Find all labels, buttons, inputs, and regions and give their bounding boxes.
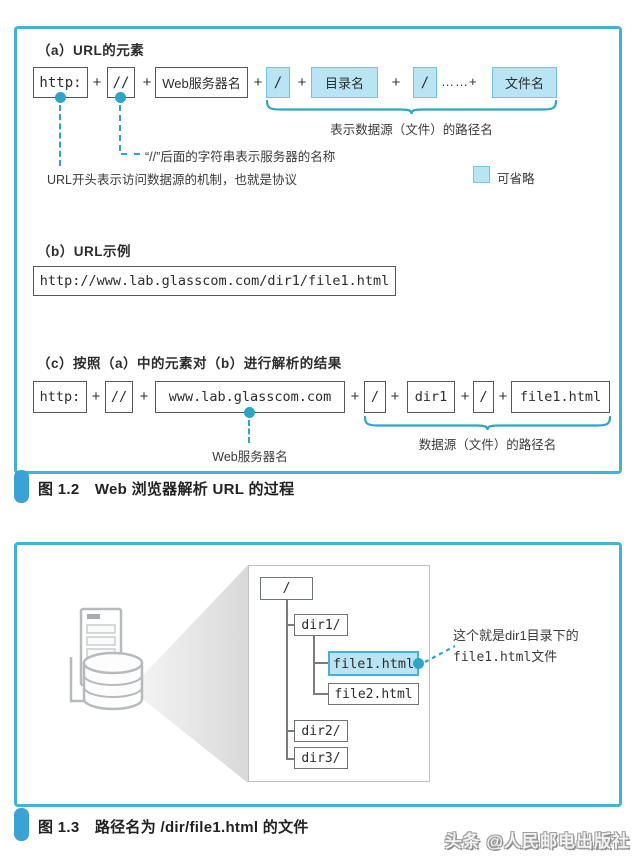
tree-connector: [286, 730, 295, 732]
url-element-directory-optional: 目录名: [311, 67, 378, 98]
plus-separator: +: [297, 74, 307, 91]
dashed-leader-line: [248, 420, 250, 443]
parsed-filename: file1.html: [511, 381, 610, 413]
callout-dot-file1: [413, 658, 424, 669]
ellipsis-plus: ……+: [441, 74, 478, 89]
parsed-scheme: http:: [33, 381, 87, 413]
dashed-leader-line: [119, 105, 121, 151]
figure-1-3-panel: / dir1/ file1.html file2.html dir2/ dir3…: [14, 542, 622, 807]
plus-separator: +: [92, 74, 102, 91]
callout-dot-http: [55, 92, 66, 103]
url-element-slash2-optional: /: [413, 67, 437, 98]
figure-1-3-caption: 图 1.3 路径名为 /dir/file1.html 的文件: [38, 819, 309, 836]
tree-node-dir1: dir1/: [294, 614, 348, 636]
figure-1-2-panel: （a）URL的元素 http: + // + Web服务器名 + / + 目录名…: [14, 26, 622, 474]
caption-marker: [14, 470, 29, 503]
dashed-leader-line: [121, 153, 140, 155]
parsed-slashes: //: [105, 381, 133, 413]
server-name-label: Web服务器名: [212, 450, 288, 464]
tree-connector: [313, 662, 329, 664]
plus-separator: +: [498, 388, 508, 405]
section-b-heading: （b）URL示例: [37, 244, 131, 259]
parsed-slash1: /: [364, 381, 386, 413]
url-element-server: Web服务器名: [155, 67, 248, 98]
tree-node-file2: file2.html: [328, 683, 419, 705]
plus-separator: +: [142, 74, 152, 91]
figure-1-2-caption: 图 1.2 Web 浏览器解析 URL 的过程: [38, 481, 295, 498]
plus-separator: +: [91, 388, 101, 405]
tree-connector: [286, 758, 295, 760]
plus-separator: +: [391, 74, 401, 91]
legend-optional-swatch: [473, 166, 490, 183]
note-server-name: “//”后面的字符串表示服务器的名称: [145, 150, 336, 164]
tree-connector: [313, 693, 329, 695]
plus-separator: +: [390, 388, 400, 405]
url-element-slash-optional: /: [266, 67, 290, 98]
tree-node-dir2: dir2/: [294, 720, 348, 742]
tree-node-root: /: [260, 577, 313, 600]
server-database-icon: [69, 607, 144, 711]
caption-marker: [14, 808, 29, 841]
plus-separator: +: [253, 74, 263, 91]
callout-dot-slashes: [115, 92, 126, 103]
zoom-beam-shape: [130, 565, 248, 783]
plus-separator: +: [350, 388, 360, 405]
path-brace-label-c: 数据源（文件）的路径名: [418, 438, 557, 452]
path-brace-icon: [364, 416, 611, 431]
file1-annotation-line2: file1.html文件: [453, 650, 558, 665]
section-c-heading: （c）按照（a）中的元素对（b）进行解析的结果: [37, 356, 342, 371]
file1-annotation-line1: 这个就是dir1目录下的: [453, 628, 579, 643]
publisher-watermark: 头条 @人民邮电出版社: [444, 832, 630, 851]
plus-separator: +: [460, 388, 470, 405]
tree-node-file1-highlighted: file1.html: [328, 651, 419, 676]
tree-connector: [313, 636, 315, 694]
path-brace-icon: [266, 100, 557, 115]
parsed-slash2: /: [473, 381, 494, 413]
note-protocol: URL开头表示访问数据源的机制，也就是协议: [47, 173, 298, 187]
parsed-directory: dir1: [407, 381, 455, 413]
tree-connector: [286, 600, 288, 760]
callout-dot-server: [244, 407, 255, 418]
plus-separator: +: [139, 388, 149, 405]
dashed-leader-line: [424, 645, 456, 663]
tree-connector: [286, 624, 295, 626]
legend-optional-label: 可省略: [497, 172, 535, 186]
url-element-filename-optional: 文件名: [492, 67, 557, 98]
tree-node-dir3: dir3/: [294, 747, 348, 769]
path-brace-label: 表示数据源（文件）的路径名: [330, 123, 493, 137]
url-example-box: http://www.lab.glasscom.com/dir1/file1.h…: [33, 266, 396, 296]
dashed-leader-line: [59, 105, 61, 166]
section-a-heading: （a）URL的元素: [37, 43, 145, 58]
